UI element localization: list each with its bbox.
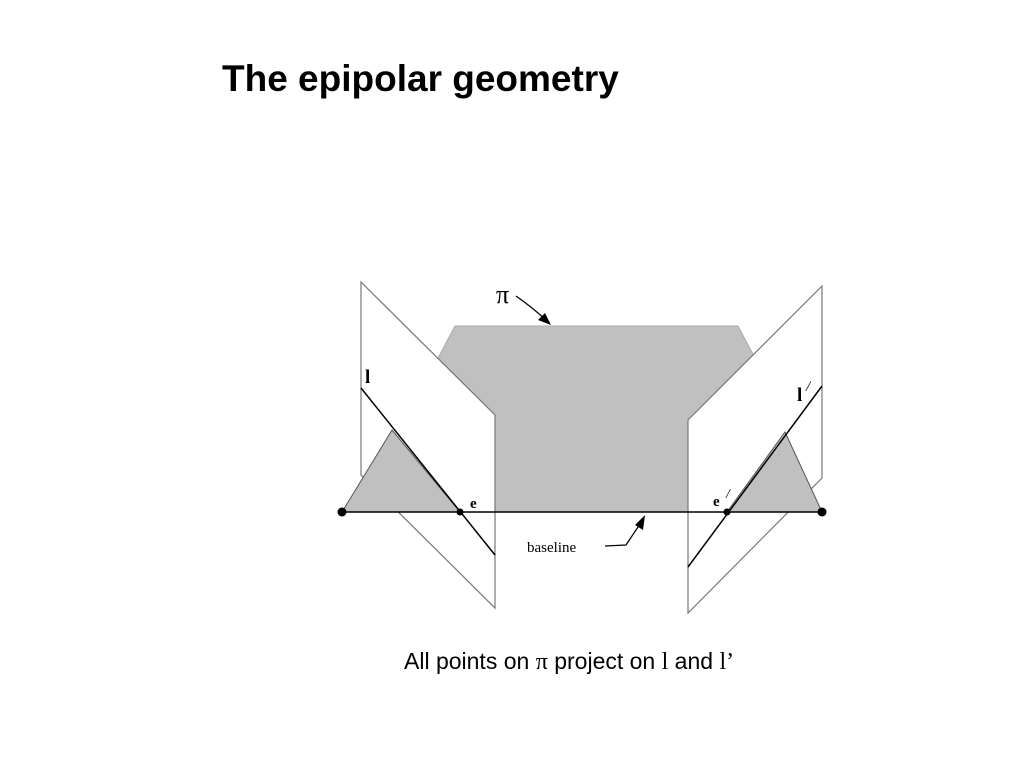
pi-arrowhead <box>538 313 551 325</box>
left-image-plane <box>360 280 496 610</box>
epipole-e-prime <box>723 508 731 516</box>
caption: All points on π project on l and l’ <box>404 648 734 676</box>
epipolar-line-l <box>360 387 496 556</box>
baseline-arrow <box>604 523 641 547</box>
l-prime-mark: / <box>805 379 812 395</box>
caption-text-2: project on <box>547 648 662 674</box>
caption-text-1: All points on <box>404 648 536 674</box>
epipole-e <box>456 508 464 516</box>
baseline-label: baseline <box>527 540 576 556</box>
caption-l-prime: l’ <box>719 649 735 675</box>
right-camera-center <box>817 507 827 517</box>
caption-l: l <box>661 649 669 675</box>
baseline-arrowhead <box>635 515 645 530</box>
e-label: e <box>470 496 477 512</box>
e-prime-mark: / <box>725 487 731 502</box>
pi-label: π <box>496 280 509 309</box>
pi-arrow <box>515 295 547 321</box>
l-label: l <box>365 367 370 388</box>
e-prime-label: e <box>713 494 720 510</box>
caption-text-3: and <box>668 648 720 674</box>
l-prime-label: l <box>797 385 802 406</box>
epipolar-line-l-prime <box>687 385 823 568</box>
right-image-plane <box>687 284 823 615</box>
slide-title: The epipolar geometry <box>222 58 619 99</box>
left-camera-center <box>337 507 347 517</box>
caption-pi: π <box>535 649 548 675</box>
